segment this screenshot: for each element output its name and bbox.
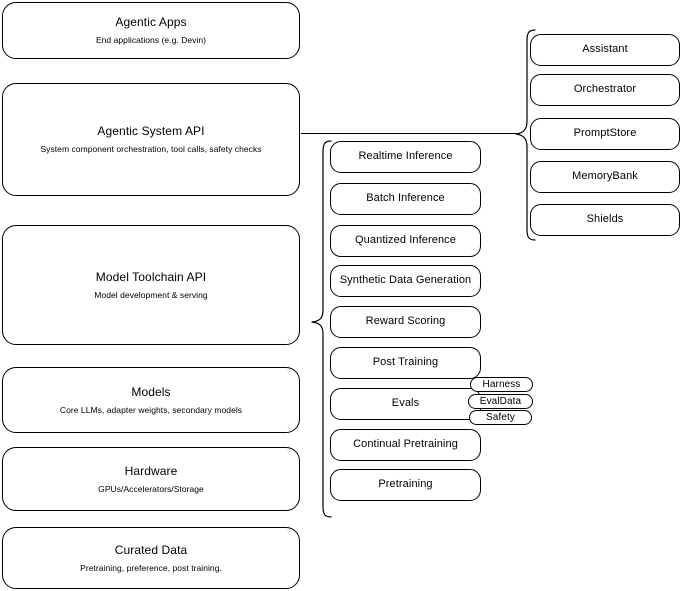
capability-label: Reward Scoring <box>365 315 446 328</box>
capability-continual-pretraining[interactable]: Continual Pretraining <box>330 429 481 461</box>
capability-evals[interactable]: Evals <box>330 388 481 420</box>
component-label: PromptStore <box>573 127 637 140</box>
component-label: Shields <box>586 213 624 226</box>
layer-curated-data[interactable]: Curated Data Pretraining, preference, po… <box>2 527 300 589</box>
capability-label: Continual Pretraining <box>353 438 458 451</box>
capability-label: Realtime Inference <box>358 150 453 163</box>
layer-agentic-system-api[interactable]: Agentic System API System component orch… <box>2 83 300 196</box>
layer-hardware[interactable]: Hardware GPUs/Accelerators/Storage <box>2 447 300 511</box>
evals-badge-label: EvalData <box>479 396 522 407</box>
layer-agentic-apps[interactable]: Agentic Apps End applications (e.g. Devi… <box>2 2 300 59</box>
layer-title: Curated Data <box>114 542 188 557</box>
component-promptstore[interactable]: PromptStore <box>530 118 680 150</box>
capability-pretraining[interactable]: Pretraining <box>330 469 481 501</box>
capability-post-training[interactable]: Post Training <box>330 347 481 379</box>
component-orchestrator[interactable]: Orchestrator <box>530 74 680 106</box>
layer-title: Models <box>131 384 171 399</box>
component-memorybank[interactable]: MemoryBank <box>530 161 680 193</box>
layer-subtitle: Pretraining, preference, post training. <box>80 562 222 573</box>
layer-title: Hardware <box>124 463 178 478</box>
layer-subtitle: Core LLMs, adapter weights, secondary mo… <box>59 404 243 415</box>
brace-agentic-system-components <box>514 29 536 241</box>
capability-synthetic-data-generation[interactable]: Synthetic Data Generation <box>330 265 481 297</box>
capability-label: Pretraining <box>378 478 433 491</box>
component-shields[interactable]: Shields <box>530 204 680 236</box>
component-label: MemoryBank <box>572 170 638 183</box>
layer-subtitle: GPUs/Accelerators/Storage <box>98 483 204 494</box>
layer-title: Model Toolchain API <box>95 269 207 284</box>
connector-agentic-system-api-to-components <box>301 133 516 134</box>
brace-model-toolchain-capabilities <box>310 140 332 518</box>
component-assistant[interactable]: Assistant <box>530 34 680 66</box>
component-label: Assistant <box>582 43 628 56</box>
evals-badge-harness[interactable]: Harness <box>470 377 533 392</box>
capability-label: Batch Inference <box>366 192 445 205</box>
layer-subtitle: System component orchestration, tool cal… <box>40 144 262 155</box>
layer-title: Agentic Apps <box>115 15 187 30</box>
layer-subtitle: Model development & serving <box>94 289 208 300</box>
capability-label: Post Training <box>372 356 439 369</box>
evals-badge-label: Harness <box>482 379 521 390</box>
layer-model-toolchain-api[interactable]: Model Toolchain API Model development & … <box>2 225 300 345</box>
capability-label: Synthetic Data Generation <box>339 274 472 287</box>
capability-batch-inference[interactable]: Batch Inference <box>330 183 481 215</box>
evals-badge-evaldata[interactable]: EvalData <box>468 394 533 409</box>
component-label: Orchestrator <box>573 83 637 96</box>
layer-models[interactable]: Models Core LLMs, adapter weights, secon… <box>2 367 300 433</box>
capability-label: Quantized Inference <box>355 234 456 247</box>
layer-title: Agentic System API <box>97 124 205 139</box>
evals-badge-label: Safety <box>486 412 515 423</box>
capability-reward-scoring[interactable]: Reward Scoring <box>330 306 481 338</box>
layer-subtitle: End applications (e.g. Devin) <box>95 35 207 46</box>
capability-label: Evals <box>391 397 420 410</box>
capability-quantized-inference[interactable]: Quantized Inference <box>330 225 481 257</box>
evals-badge-safety[interactable]: Safety <box>469 410 532 425</box>
capability-realtime-inference[interactable]: Realtime Inference <box>330 141 481 173</box>
